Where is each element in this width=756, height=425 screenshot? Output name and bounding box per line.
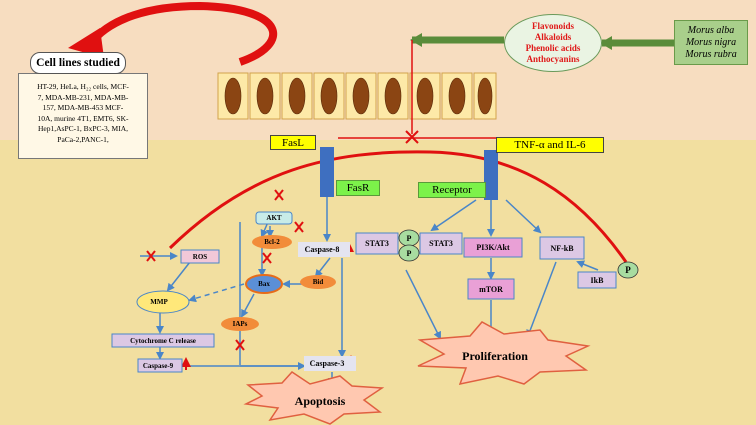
akt-label: AKT [266, 214, 282, 222]
stat3-right-label: STAT3 [429, 239, 453, 248]
mtor-label: mTOR [479, 284, 503, 294]
compound-item: Flavonoids [531, 21, 574, 31]
bax-oval [245, 274, 283, 294]
ros-box [180, 249, 220, 264]
tnf-receptor-bar [484, 150, 498, 200]
caspase9-box [137, 358, 183, 373]
cell-line-row: 7, MDA-MB-231, MDA-MB- [37, 92, 129, 102]
ikb-phospho [617, 261, 639, 279]
akt-box [255, 211, 293, 225]
cell-lines-title: Cell lines studied [30, 52, 126, 74]
fasr-label: FasR [336, 180, 380, 196]
compound-item: Anthocyanins [526, 54, 580, 64]
bcl2-label: Bcl-2 [264, 238, 280, 246]
cytochrome-label: Cytochrome C release [130, 336, 196, 345]
compounds-oval: Flavonoids Alkaloids Phenolic acids Anth… [504, 14, 602, 72]
phospho-bottom [398, 244, 420, 262]
ikb-phospho-label: P [625, 265, 631, 275]
cell-lines-arrow [86, 1, 278, 66]
compound-item: Alkaloids [534, 32, 572, 42]
species-box: Morus alba Morus nigra Morus rubra [674, 20, 748, 65]
fasl-label: FasL [270, 135, 316, 150]
cell-lines-panel: HT-29, HeLa, H₂₂ cells, MCF- 7, MDA-MB-2… [18, 73, 148, 159]
cell-lines-text: HT-29, HeLa, H₂₂ cells, MCF- 7, MDA-MB-2… [19, 82, 147, 145]
species-item: Morus rubra [685, 48, 737, 60]
species-item: Morus nigra [685, 36, 737, 48]
cytochrome-box [111, 333, 215, 348]
cell-line-row: 157, MDA-MB-453 MCF- [42, 103, 124, 112]
stat3-left-box [355, 232, 399, 255]
proliferation-label: Proliferation [462, 348, 528, 363]
caspase3-box [304, 356, 356, 371]
phospho-top-label: P [406, 233, 412, 243]
ikb-box [577, 271, 617, 289]
cell-line-row: 10A, murine 4T1, EMT6, SK- [37, 113, 129, 123]
mmp-label: MMP [150, 298, 168, 306]
iaps-oval [221, 317, 259, 331]
caspase9-label: Caspase-9 [142, 361, 174, 370]
nfkb-box [539, 236, 585, 260]
receptor-label: Receptor [418, 182, 486, 198]
ikb-label: IkB [590, 275, 604, 285]
pi3k-box [463, 237, 523, 258]
mmp-oval [136, 290, 190, 314]
iaps-label: IAPs [232, 320, 248, 328]
nfkb-label: NF-kB [550, 243, 574, 253]
tnf-label: TNF-α and IL-6 [496, 137, 604, 153]
stat3-right-box [419, 232, 463, 255]
stat3-left-label: STAT3 [365, 239, 389, 248]
caspase8-box [298, 242, 350, 257]
apoptosis-label: Apoptosis [294, 393, 346, 408]
fasr-receptor-bar [320, 147, 334, 197]
cell-line-row: Hep1,AsPC-1, BxPC-3, MIA, [37, 124, 128, 133]
inhibition-marks [146, 189, 304, 351]
compound-item: Phenolic acids [525, 43, 581, 53]
proliferation-burst [417, 321, 591, 386]
bid-oval [300, 275, 336, 289]
caspase8-label: Caspase-8 [304, 245, 340, 254]
cell-line-row: PaCa-2,PANC-1, [57, 134, 109, 144]
caspase3-label: Caspase-3 [309, 359, 345, 368]
species-item: Morus alba [687, 24, 735, 36]
membrane-block-mark [405, 130, 419, 144]
mtor-box [467, 278, 515, 300]
pi3k-label: PI3K/Akt [476, 243, 510, 252]
bid-label: Bid [312, 278, 324, 286]
cell-lines-arrowhead [68, 28, 104, 58]
apoptosis-burst [243, 371, 385, 425]
ros-label: ROS [192, 252, 208, 261]
cell-row [217, 72, 497, 120]
inhibition-arc [168, 150, 628, 263]
bcl2-oval [252, 235, 292, 249]
bax-label: Bax [258, 280, 270, 288]
cell-line-row: HT-29, HeLa, H₂₂ cells, MCF- [37, 82, 129, 91]
phospho-bottom-label: P [406, 248, 412, 258]
